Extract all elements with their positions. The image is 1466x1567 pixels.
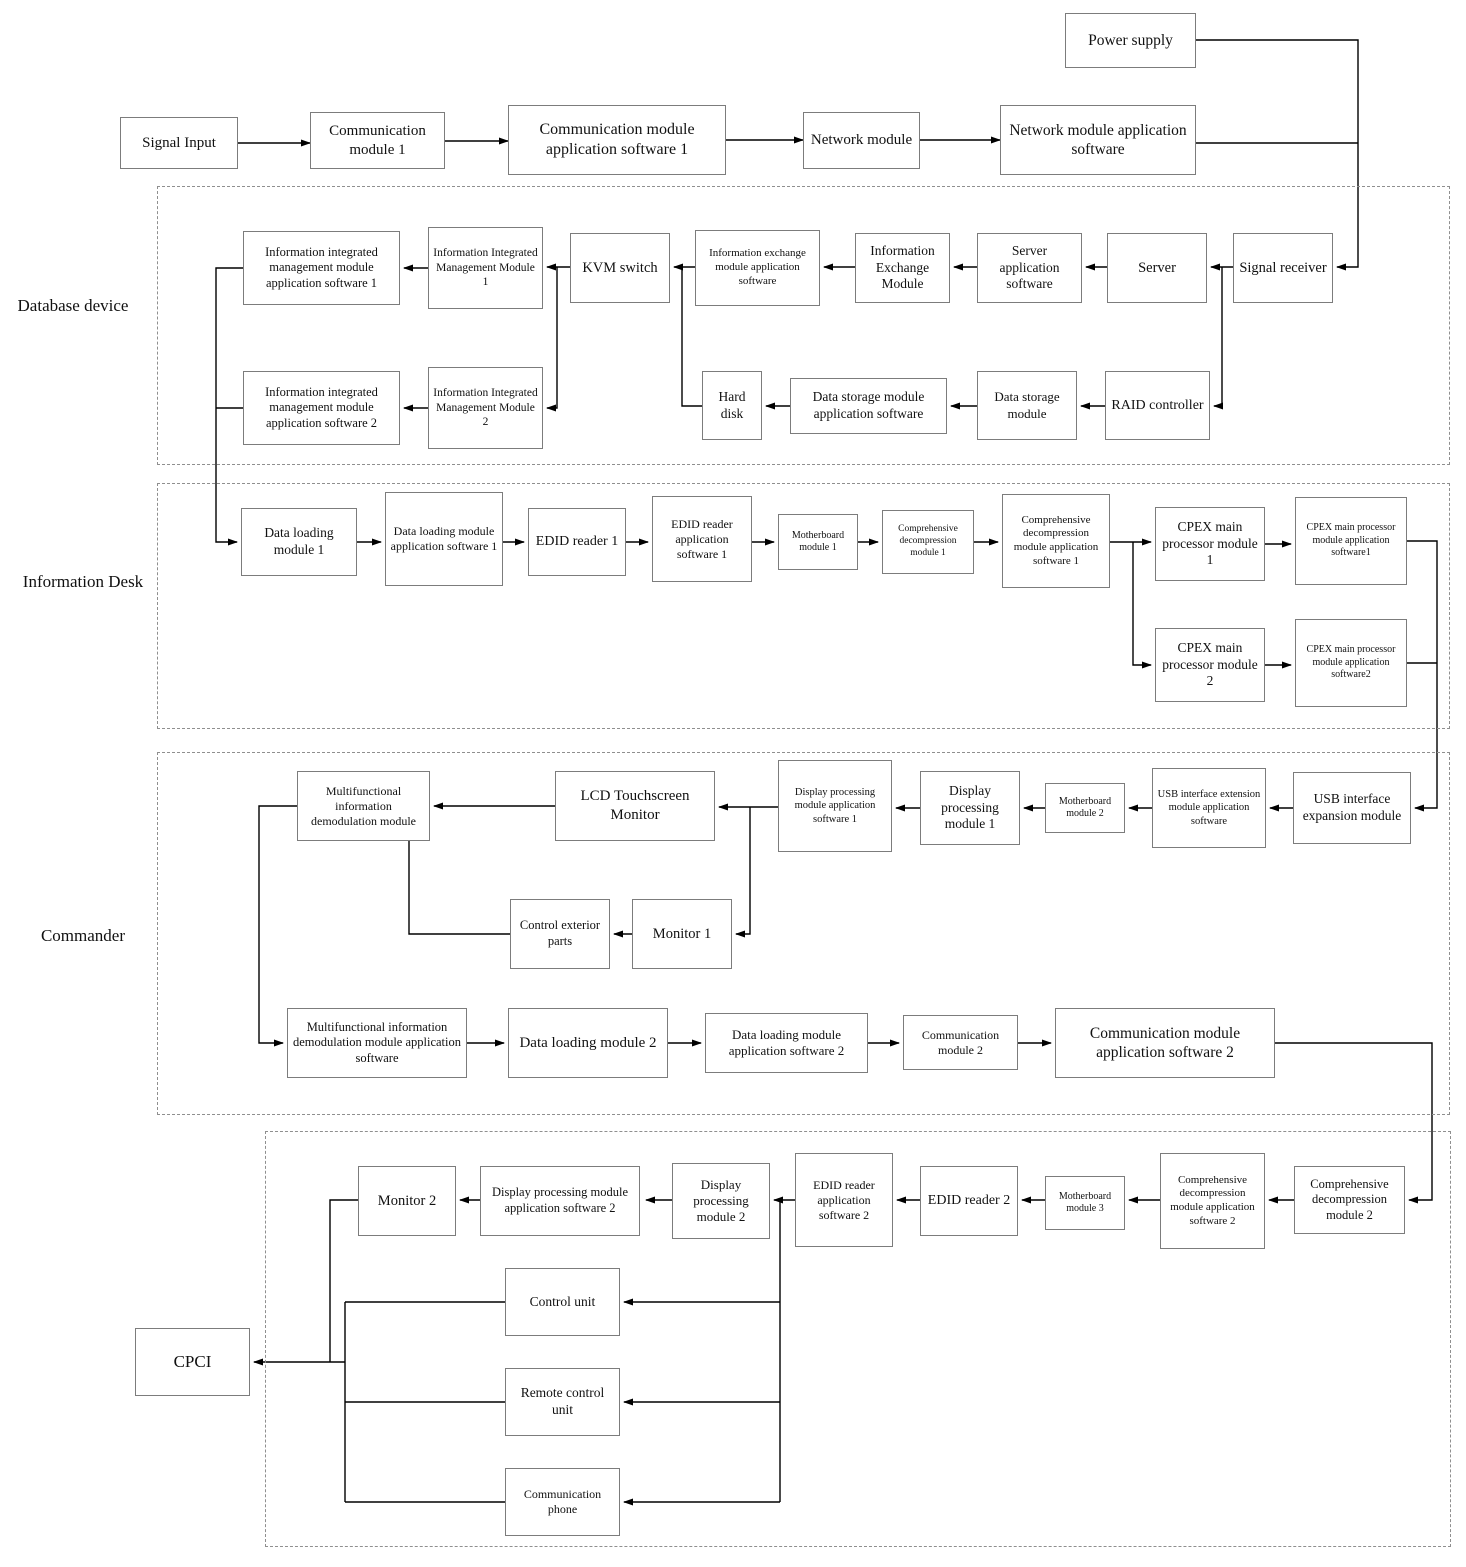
section-box-bottom-terminal xyxy=(265,1131,1451,1547)
edid-reader-application-software-2: EDID reader application software 2 xyxy=(795,1153,893,1247)
multifunctional-information-demodulation-module-application-software: Multifunctional information demodulation… xyxy=(287,1008,467,1078)
edid-reader-1: EDID reader 1 xyxy=(528,508,626,576)
section-box-database-device xyxy=(157,186,1450,465)
hard-disk: Hard disk xyxy=(702,371,762,440)
raid-controller: RAID controller xyxy=(1105,371,1210,440)
display-processing-module-application-software-1: Display processing module application so… xyxy=(778,760,892,852)
communication-module-application-software-1: Communication module application softwar… xyxy=(508,105,726,175)
comprehensive-decompression-module-application-software-2: Comprehensive decompression module appli… xyxy=(1160,1153,1265,1249)
usb-interface-extension-module-application-software: USB interface extension module applicati… xyxy=(1152,768,1266,848)
server-application-software: Server application software xyxy=(977,233,1082,303)
power-supply: Power supply xyxy=(1065,13,1196,68)
communication-module-2: Communication module 2 xyxy=(903,1015,1018,1070)
information-integrated-management-module-application-software-1: Information integrated management module… xyxy=(243,231,400,305)
signal-receiver: Signal receiver xyxy=(1233,233,1333,303)
control-exterior-parts: Control exterior parts xyxy=(510,899,610,969)
display-processing-module-1: Display processing module 1 xyxy=(920,771,1020,845)
data-storage-module: Data storage module xyxy=(977,371,1077,440)
comprehensive-decompression-module-1: Comprehensive decompression module 1 xyxy=(882,510,974,574)
network-module-application-software: Network module application software xyxy=(1000,105,1196,175)
information-exchange-module-application-software: Information exchange module application … xyxy=(695,230,820,306)
section-label: Commander xyxy=(40,926,126,945)
multifunctional-information-demodulation-module: Multifunctional information demodulation… xyxy=(297,771,430,841)
information-integrated-management-module-application-software-2: Information integrated management module… xyxy=(243,371,400,445)
cpex-main-processor-module-application-software1: CPEX main processor module application s… xyxy=(1295,497,1407,585)
edid-reader-2: EDID reader 2 xyxy=(920,1166,1018,1236)
data-loading-module-application-software-2: Data loading module application software… xyxy=(705,1013,868,1073)
display-processing-module-2: Display processing module 2 xyxy=(672,1163,770,1239)
comprehensive-decompression-module-2: Comprehensive decompression module 2 xyxy=(1294,1166,1405,1234)
communication-phone: Communication phone xyxy=(505,1468,620,1536)
comprehensive-decompression-module-application-software-1: Comprehensive decompression module appli… xyxy=(1002,494,1110,588)
lcd-touchscreen-monitor: LCD Touchscreen Monitor xyxy=(555,771,715,841)
network-module: Network module xyxy=(803,112,920,169)
motherboard-module-2: Motherboard module 2 xyxy=(1045,783,1125,833)
communication-module-1: Communication module 1 xyxy=(310,112,445,169)
usb-interface-expansion-module: USB interface expansion module xyxy=(1293,772,1411,844)
data-loading-module-1: Data loading module 1 xyxy=(241,508,357,576)
data-loading-module-2: Data loading module 2 xyxy=(508,1008,668,1078)
section-box-commander xyxy=(157,752,1450,1115)
information-exchange-module: Information Exchange Module xyxy=(855,233,950,303)
monitor-2: Monitor 2 xyxy=(358,1166,456,1236)
edid-reader-application-software-1: EDID reader application software 1 xyxy=(652,496,752,582)
motherboard-module-3: Motherboard module 3 xyxy=(1045,1176,1125,1230)
monitor-1: Monitor 1 xyxy=(632,899,732,969)
server: Server xyxy=(1107,233,1207,303)
motherboard-module-1: Motherboard module 1 xyxy=(778,514,858,570)
information-integrated-management-module-1: Information Integrated Management Module… xyxy=(428,227,543,309)
kvm-switch: KVM switch xyxy=(570,233,670,303)
cpex-main-processor-module-application-software2: CPEX main processor module application s… xyxy=(1295,619,1407,707)
information-integrated-management-module-2: Information Integrated Management Module… xyxy=(428,367,543,449)
section-box-information-desk xyxy=(157,483,1450,729)
cpex-main-processor-module-2: CPEX main processor module 2 xyxy=(1155,628,1265,702)
cpci: CPCI xyxy=(135,1328,250,1396)
remote-control-unit: Remote control unit xyxy=(505,1368,620,1436)
data-storage-module-application-software: Data storage module application software xyxy=(790,378,947,434)
cpex-main-processor-module-1: CPEX main processor module 1 xyxy=(1155,507,1265,581)
signal-input: Signal Input xyxy=(120,117,238,169)
section-label: Information Desk xyxy=(22,572,144,591)
data-loading-module-application-software-1: Data loading module application software… xyxy=(385,492,503,586)
communication-module-application-software-2: Communication module application softwar… xyxy=(1055,1008,1275,1078)
display-processing-module-application-software-2: Display processing module application so… xyxy=(480,1166,640,1236)
control-unit: Control unit xyxy=(505,1268,620,1336)
section-label: Database device xyxy=(17,296,129,315)
